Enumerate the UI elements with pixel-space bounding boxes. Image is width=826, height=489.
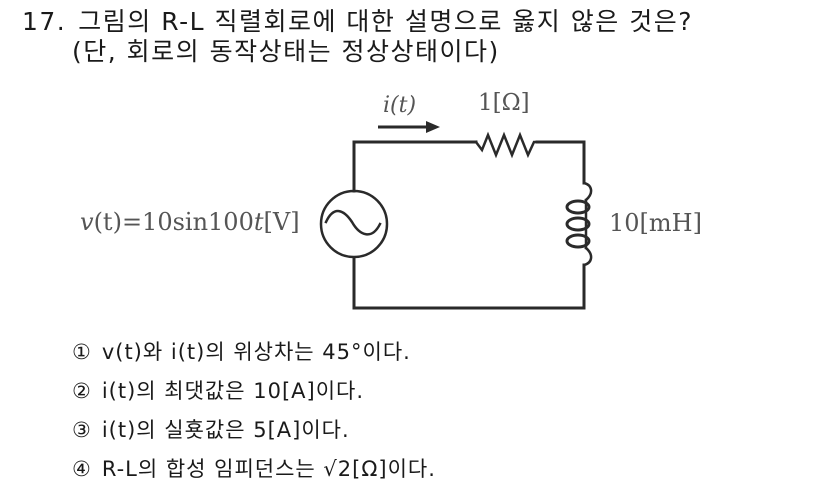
voltage-source-label: v(t)=10sin100t[V] [80,208,300,236]
wire-left-top [352,140,478,193]
current-label: i(t) [383,93,417,118]
option-marker: ② [72,379,92,403]
option-marker: ① [72,340,92,364]
resistor-label: 1[Ω] [478,90,530,116]
current-arrow-icon [378,121,440,133]
option-marker: ④ [72,457,92,481]
option-3[interactable]: ③ i(t)의 실횻값은 5[A]이다. [72,411,436,450]
inductor-label: 10[mH] [609,209,702,237]
question-condition: (단, 회로의 동작상태는 정상상태이다) [72,37,500,66]
question-title: 17. 그림의 R-L 직렬회로에 대한 설명으로 옳지 않은 것은? [22,6,693,38]
wire-right-bottom [352,256,586,310]
question-number: 17. [22,7,67,36]
option-text: v(t)와 i(t)의 위상차는 45°이다. [101,340,411,364]
inductor-icon [582,181,593,267]
option-text: i(t)의 실횻값은 5[A]이다. [101,418,350,442]
option-4[interactable]: ④ R-L의 합성 임피던스는 √2[Ω]이다. [72,450,436,489]
option-2[interactable]: ② i(t)의 최댓값은 10[A]이다. [72,372,436,411]
option-marker: ③ [72,418,92,442]
option-text: i(t)의 최댓값은 10[A]이다. [101,379,365,403]
ac-voltage-source-icon [319,189,389,259]
sine-wave-icon [324,209,382,236]
question-text: 그림의 R-L 직렬회로에 대한 설명으로 옳지 않은 것은? [78,7,693,36]
wire-top-right [535,140,586,185]
option-text: R-L의 합성 임피던스는 √2[Ω]이다. [101,457,436,481]
resistor-icon [474,131,539,159]
answer-options: ① v(t)와 i(t)의 위상차는 45°이다. ② i(t)의 최댓값은 10[… [72,333,436,489]
option-1[interactable]: ① v(t)와 i(t)의 위상차는 45°이다. [72,333,436,372]
